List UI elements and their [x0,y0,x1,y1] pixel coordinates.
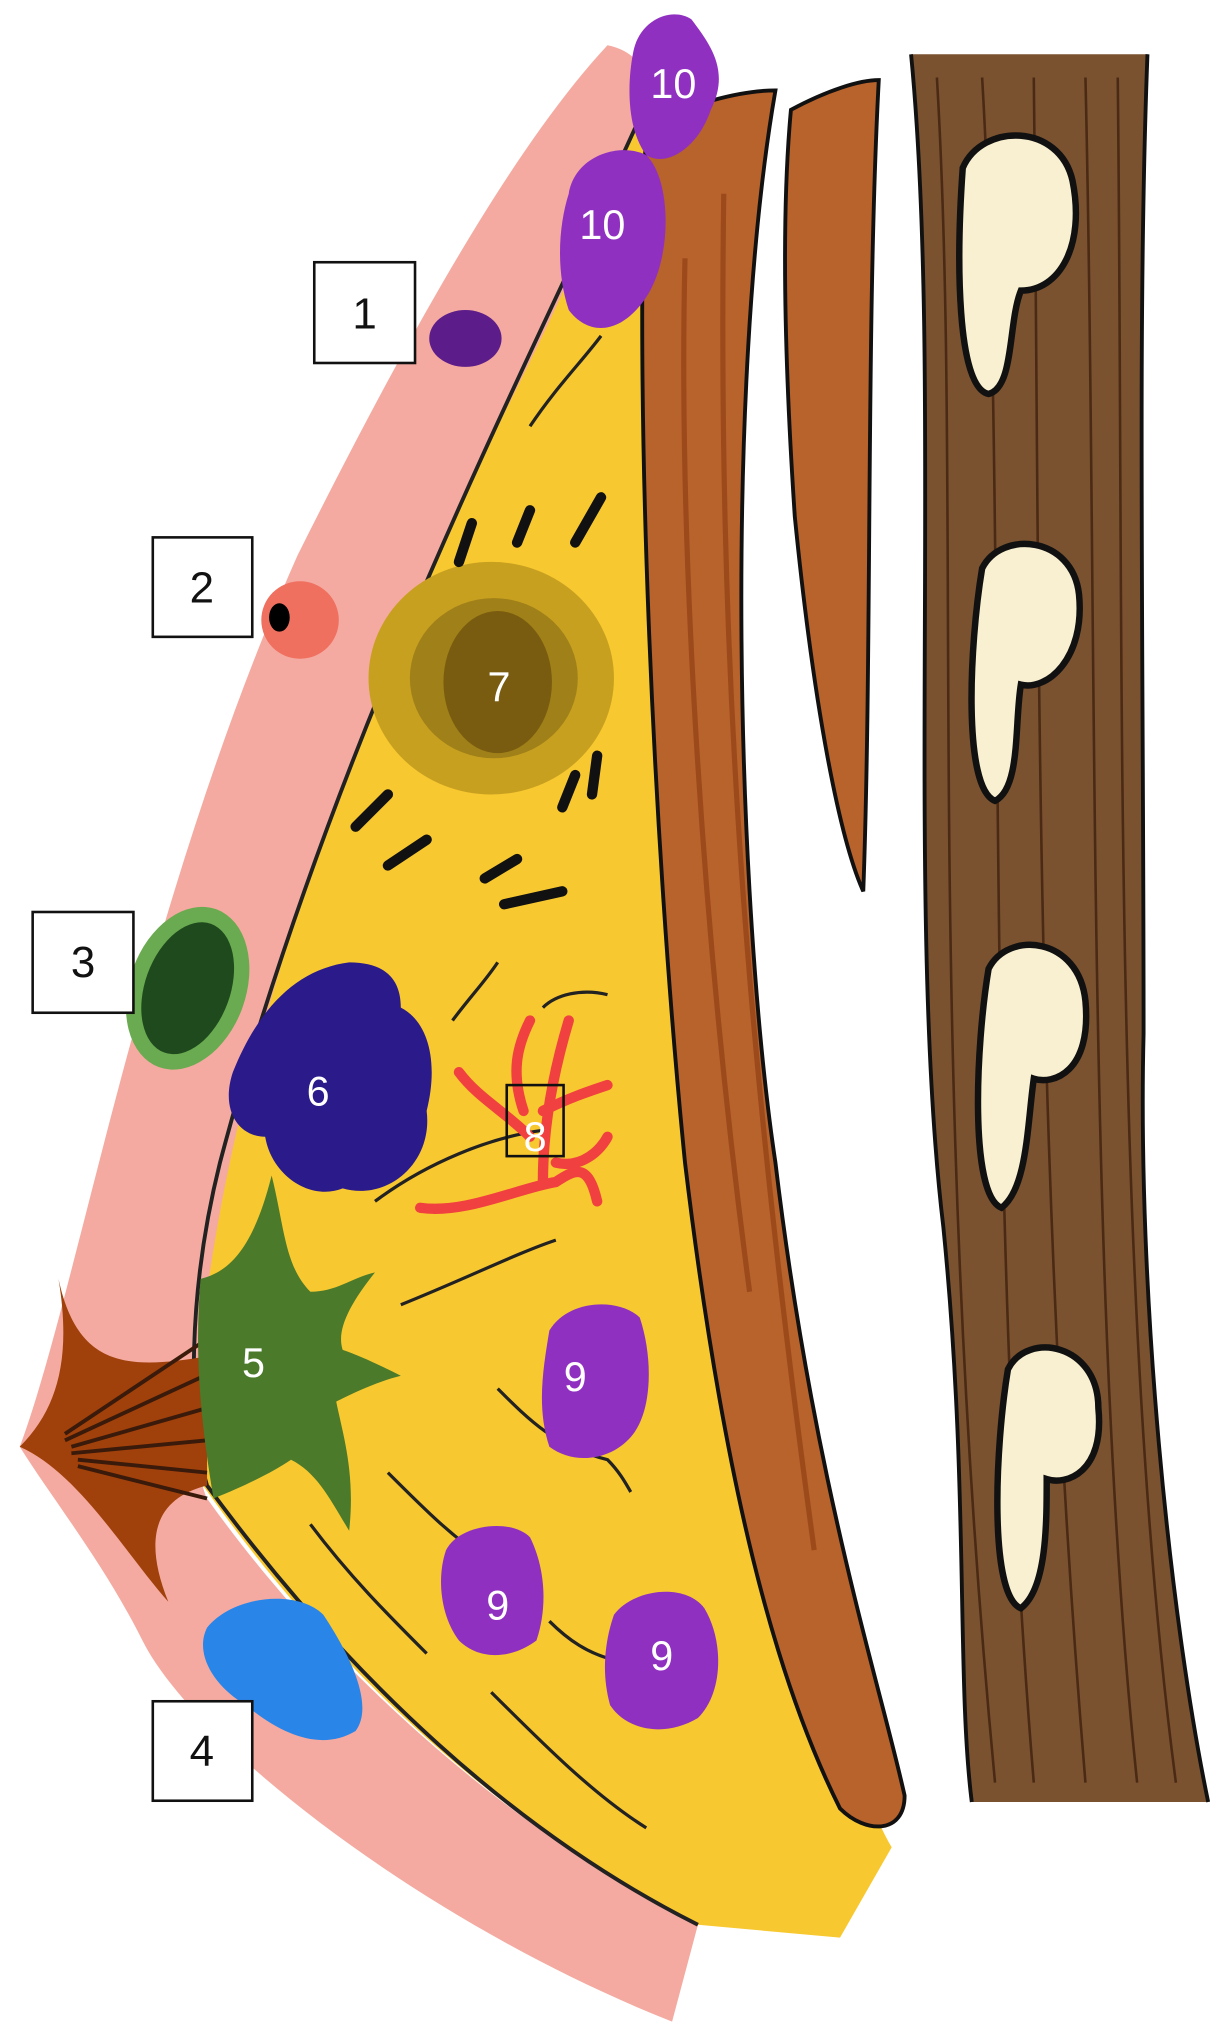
boxed-label-1: 1 [312,260,417,365]
label-6: 6 [307,1069,330,1115]
label-9: 9 [650,1633,673,1679]
lesion-8 [415,1015,613,1214]
label-7: 7 [487,664,510,710]
lesion-10 [560,150,666,329]
pectoralis-minor [783,78,881,893]
boxed-label-2: 2 [151,536,254,639]
lesion-1 [429,310,502,367]
label-8-box [505,1083,565,1158]
lesion-2 [261,581,339,659]
lesion-10 [629,14,719,159]
pectoralis-major [640,88,907,1829]
svg-text:2: 2 [190,563,214,612]
nipple [19,1278,208,1602]
svg-text:3: 3 [71,938,95,987]
label-10: 10 [650,61,696,107]
label-10: 10 [579,202,625,248]
lesion-9 [441,1525,544,1656]
fat-tissue [194,101,892,1938]
lesion-9 [541,1304,649,1459]
svg-text:4: 4 [190,1727,214,1776]
lesion-3 [125,906,250,1070]
boxed-label-4: 4 [151,1699,254,1803]
lesion-7 [350,492,614,910]
skin-fat-boundary [191,102,699,1927]
skin-layer [19,45,698,2022]
lesion-6 [228,962,432,1192]
rib-bone [956,132,1103,1612]
chest-wall-ribs [909,54,1211,1803]
lesion-4 [203,1598,363,1741]
boxed-label-3: 3 [31,910,135,1015]
lesion-9 [604,1591,719,1730]
lesion-5 [198,1175,401,1531]
label-5: 5 [242,1340,265,1386]
label-9: 9 [486,1583,509,1629]
label-8: 8 [524,1114,547,1160]
svg-text:1: 1 [352,289,376,338]
label-9: 9 [564,1354,587,1400]
